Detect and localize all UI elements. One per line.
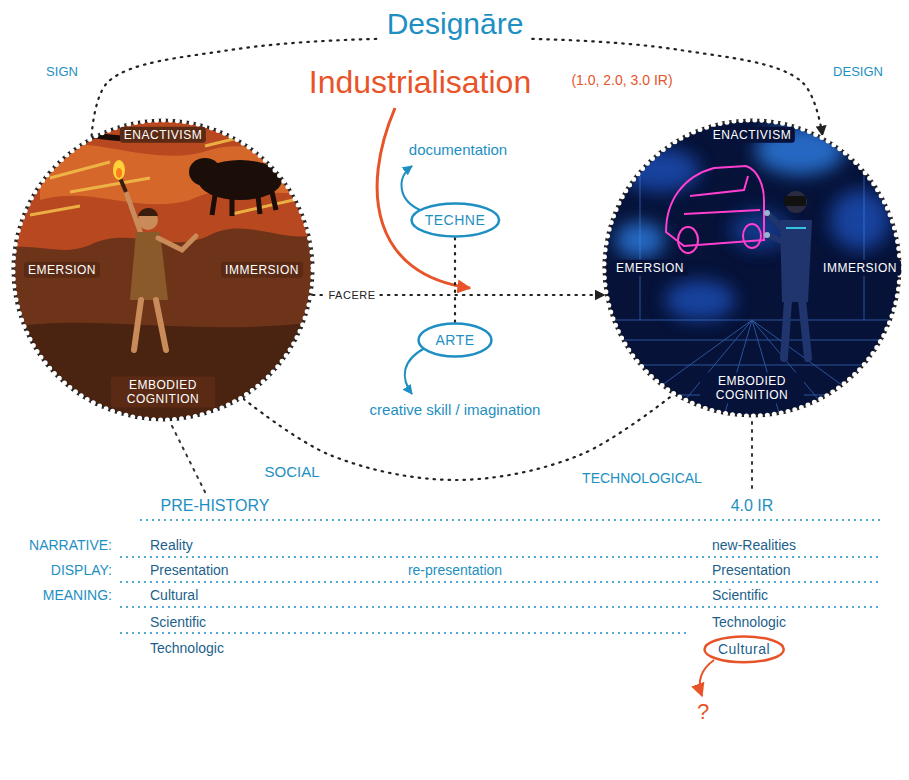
cave-painting <box>0 110 330 440</box>
table-cell: Cultural <box>150 587 198 603</box>
car-wireframe <box>666 166 764 253</box>
axis-label: SOCIAL <box>264 463 319 480</box>
circle-border-dots <box>604 120 900 416</box>
cave-painter-figure <box>113 160 196 350</box>
table-cell: new-Realities <box>712 537 796 553</box>
table-cell: Reality <box>150 537 193 553</box>
vr-scene <box>590 110 909 430</box>
oval-border <box>411 204 499 237</box>
row-header: NARRATIVE: <box>29 537 112 553</box>
dotted-connector <box>92 38 823 136</box>
node-label: IMMERSION <box>221 262 303 278</box>
row-header: MEANING: <box>43 587 112 603</box>
documentation-arrow <box>402 166 420 210</box>
table-cell: Technologic <box>150 640 224 656</box>
circle-border-dots <box>13 120 313 420</box>
table-cell: Presentation <box>150 562 229 578</box>
table-header: 4.0 IR <box>731 497 774 515</box>
table-cell: Presentation <box>712 562 791 578</box>
oval-border <box>419 324 492 357</box>
creative-skill-arrow <box>405 348 425 394</box>
dotted-connector <box>244 395 673 480</box>
node-label: EMERSION <box>24 262 100 278</box>
node-label: ENACTIVISM <box>709 127 795 143</box>
node-label: ARTE <box>435 332 474 349</box>
node-label: EMBODIED COGNITION <box>111 377 215 408</box>
question-arrow <box>700 660 714 696</box>
node-label: TECHNE <box>425 212 486 229</box>
question-mark: ? <box>697 699 709 724</box>
node-label: EMERSION <box>612 260 688 276</box>
techne-oval: TECHNE <box>410 202 501 238</box>
table-rules <box>120 520 880 633</box>
heading-label: (1.0, 2.0, 3.0 IR) <box>571 72 672 88</box>
circle-border <box>13 120 313 420</box>
note-label: documentation <box>409 141 507 158</box>
vr-user-figure <box>764 191 812 358</box>
node-label: EMBODIED COGNITION <box>700 373 804 404</box>
node-label: IMMERSION <box>819 260 901 276</box>
callout-label: SIGN <box>46 65 78 80</box>
prehistory-circle: ENACTIVISM EMERSION IMMERSION EMBODIED COGN… <box>11 118 315 422</box>
oval-border <box>704 636 783 662</box>
floor-grid <box>600 150 905 430</box>
leader-lines <box>172 422 752 494</box>
callout-label: DESIGN <box>833 65 883 80</box>
bison-figure <box>189 158 282 216</box>
cultural-oval: Cultural <box>703 635 785 664</box>
diagram-title: Designāre <box>381 7 530 42</box>
circle-border <box>604 120 900 416</box>
note-label: creative skill / imagination <box>370 401 541 418</box>
table-cell: Technologic <box>712 614 786 630</box>
node-label: Cultural <box>718 641 770 658</box>
heading-label: Industrialisation <box>309 64 531 101</box>
table-cell: re-presentation <box>408 562 502 578</box>
node-label: ENACTIVISM <box>120 127 206 143</box>
table-cell: Scientific <box>150 614 206 630</box>
row-header: DISPLAY: <box>51 562 112 578</box>
vr-circle: ENACTIVISM EMERSION IMMERSION EMBODIED COGN… <box>602 118 902 418</box>
axis-label: TECHNOLOGICAL <box>582 470 702 486</box>
edge-label: FACERE <box>325 288 378 303</box>
dotted-connector <box>454 238 456 322</box>
table-header: PRE-HISTORY <box>161 497 270 515</box>
arte-oval: ARTE <box>417 322 493 358</box>
table-cell: Scientific <box>712 587 768 603</box>
